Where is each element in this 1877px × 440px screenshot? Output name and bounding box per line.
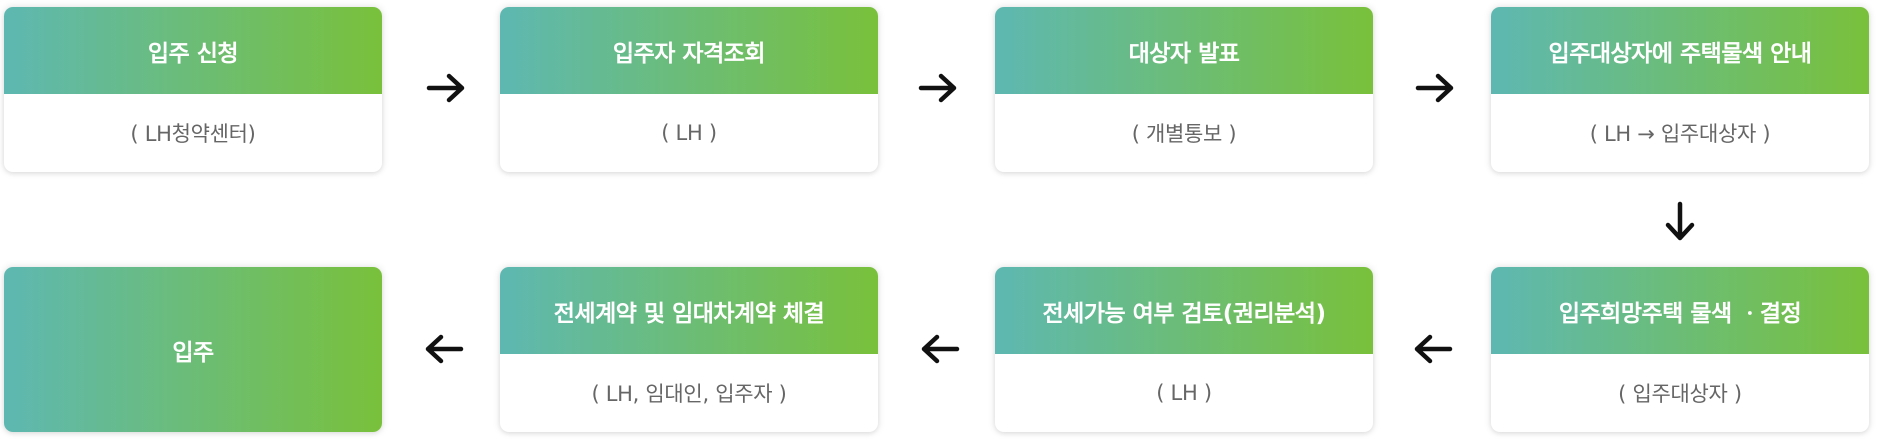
step-title: 입주희망주택 물색 ㆍ결정 xyxy=(1491,267,1869,354)
step-subtitle: ( 개별통보 ) xyxy=(1131,122,1237,146)
arrow-right-icon xyxy=(1413,66,1457,110)
step-card-lease-contract: 전세계약 및 임대차계약 체결 ( LH, 임대인, 입주자 ) xyxy=(500,267,878,432)
step-card-housing-search-guide: 입주대상자에 주택물색 안내 ( LH → 입주대상자 ) xyxy=(1491,7,1869,172)
step-card-announcement: 대상자 발표 ( 개별통보 ) xyxy=(995,7,1373,172)
arrow-right-icon xyxy=(424,66,468,110)
step-title: 전세계약 및 임대차계약 체결 xyxy=(500,267,878,354)
arrow-down-icon xyxy=(1658,200,1702,244)
step-subtitle: ( LH, 임대인, 입주자 ) xyxy=(591,382,787,406)
step-title: 입주자 자격조회 xyxy=(500,7,878,94)
step-subtitle: ( LH → 입주대상자 ) xyxy=(1589,122,1771,146)
step-card-move-in: 입주 xyxy=(4,267,382,432)
step-subtitle: ( LH ) xyxy=(661,121,717,145)
step-card-rights-analysis: 전세가능 여부 검토(권리분석) ( LH ) xyxy=(995,267,1373,432)
step-subtitle: ( LH ) xyxy=(1156,381,1212,405)
step-title: 입주대상자에 주택물색 안내 xyxy=(1491,7,1869,94)
step-title: 전세가능 여부 검토(권리분석) xyxy=(995,267,1373,354)
step-subtitle: ( 입주대상자 ) xyxy=(1618,382,1742,406)
step-card-eligibility-check: 입주자 자격조회 ( LH ) xyxy=(500,7,878,172)
arrow-left-icon xyxy=(918,327,962,371)
step-title: 입주 xyxy=(4,267,382,432)
step-subtitle: ( LH청약센터) xyxy=(130,122,256,146)
arrow-right-icon xyxy=(916,66,960,110)
step-card-apply: 입주 신청 ( LH청약센터) xyxy=(4,7,382,172)
step-card-house-selection: 입주희망주택 물색 ㆍ결정 ( 입주대상자 ) xyxy=(1491,267,1869,432)
step-title: 대상자 발표 xyxy=(995,7,1373,94)
step-title: 입주 신청 xyxy=(4,7,382,94)
arrow-left-icon xyxy=(422,327,466,371)
arrow-left-icon xyxy=(1411,327,1455,371)
